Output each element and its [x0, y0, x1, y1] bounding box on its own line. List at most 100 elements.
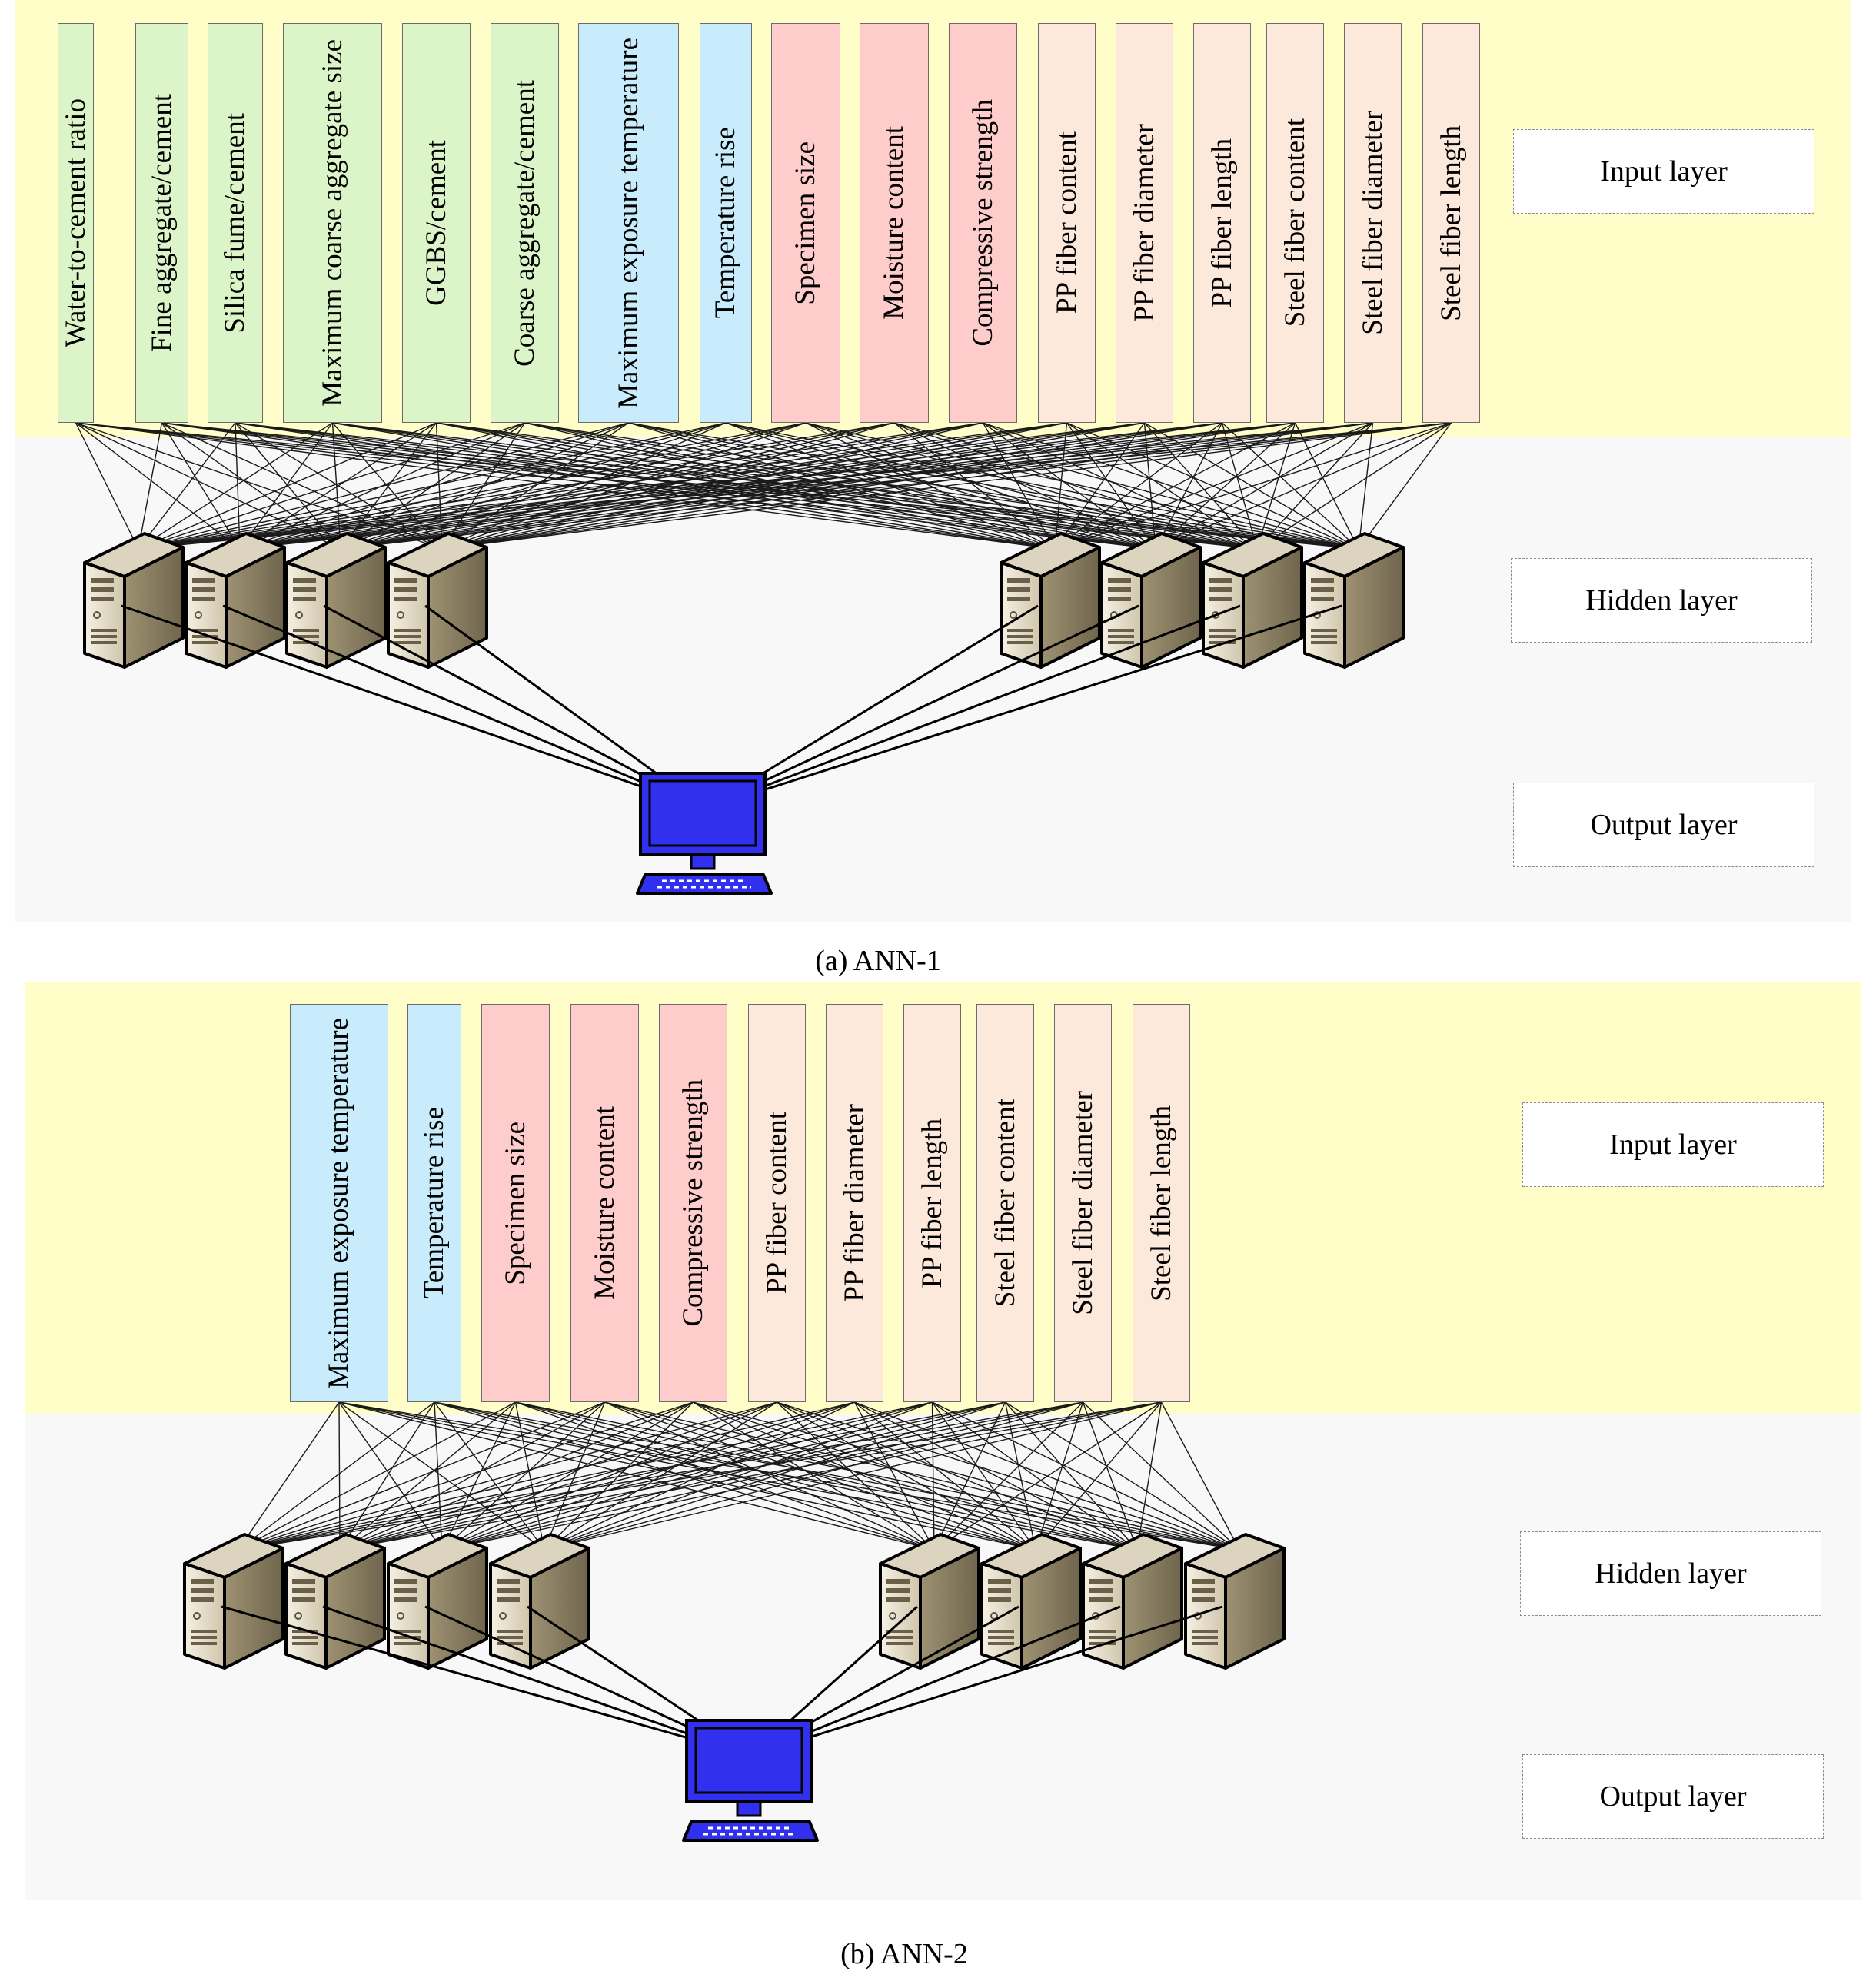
input-hidden-link: [1083, 1401, 1240, 1551]
input-feature-box: PP fiber content: [1038, 23, 1096, 423]
input-hidden-link: [725, 422, 1258, 550]
input-hidden-link: [893, 422, 1056, 550]
input-hidden-link: [604, 1401, 1138, 1551]
input-hidden-link: [1054, 422, 1296, 550]
input-hidden-link: [138, 422, 163, 550]
input-feature-label: PP fiber length: [1206, 138, 1238, 308]
input-hidden-link: [604, 1401, 1036, 1551]
input-feature-label: Specimen size: [499, 1121, 531, 1285]
input-hidden-link: [138, 422, 1222, 550]
server-icon: [1302, 530, 1406, 674]
input-hidden-link: [138, 422, 525, 550]
input-feature-box: Silica fume/cement: [208, 23, 263, 423]
input-hidden-link: [805, 422, 1156, 550]
input-hidden-link: [931, 1401, 935, 1551]
input-hidden-link: [339, 1401, 605, 1551]
input-feature-box: Maximum coarse aggregate size: [283, 23, 382, 423]
input-hidden-link: [1358, 422, 1374, 550]
server-icon: [998, 530, 1103, 674]
input-hidden-link: [1066, 422, 1156, 550]
input-hidden-link: [725, 422, 1156, 550]
input-hidden-link: [161, 422, 241, 550]
input-hidden-link: [544, 1401, 606, 1551]
input-hidden-link: [1155, 422, 1296, 550]
input-hidden-link: [339, 1401, 1006, 1551]
input-hidden-link: [441, 422, 895, 550]
input-feature-box: Steel fiber content: [1266, 23, 1324, 423]
input-hidden-link: [893, 422, 1359, 550]
input-hidden-link: [138, 422, 1373, 550]
input-hidden-link: [161, 422, 443, 550]
server-icon: [385, 1531, 490, 1675]
input-hidden-link: [138, 422, 983, 550]
input-hidden-link: [1035, 1401, 1084, 1551]
input-feature-label: PP fiber content: [760, 1112, 793, 1295]
input-hidden-link: [1054, 422, 1146, 550]
server-icon: [385, 530, 490, 674]
input-hidden-link: [1256, 422, 1374, 550]
input-hidden-link: [441, 1401, 1162, 1551]
server-icon: [283, 1531, 388, 1675]
input-hidden-link: [239, 422, 1296, 550]
input-hidden-link: [339, 1401, 855, 1551]
input-hidden-link: [238, 1401, 1006, 1551]
input-feature-label: Coarse aggregate/cement: [508, 79, 541, 367]
input-hidden-link: [854, 1401, 1138, 1551]
input-feature-box: Temperature rise: [407, 1004, 461, 1402]
input-feature-box: Steel fiber diameter: [1054, 1004, 1112, 1402]
input-hidden-link: [434, 1401, 1138, 1551]
input-hidden-link: [1160, 1401, 1240, 1551]
input-hidden-link: [138, 422, 1145, 550]
input-hidden-link: [138, 422, 727, 550]
input-hidden-link: [161, 422, 1156, 550]
input-feature-box: Moisture content: [860, 23, 929, 423]
input-hidden-link: [1054, 422, 1222, 550]
input-feature-label: Steel fiber diameter: [1066, 1091, 1099, 1315]
input-feature-box: Steel fiber length: [1422, 23, 1480, 423]
server-icon: [284, 530, 388, 674]
input-feature-box: PP fiber length: [1193, 23, 1251, 423]
input-hidden-link: [544, 1401, 1006, 1551]
input-hidden-link: [238, 1401, 694, 1551]
input-hidden-link: [544, 1401, 1162, 1551]
input-hidden-link: [340, 422, 1222, 550]
input-hidden-link: [434, 1401, 1240, 1551]
input-hidden-link: [441, 1401, 1006, 1551]
input-hidden-link: [238, 1401, 516, 1551]
input-feature-label: PP fiber diameter: [1128, 124, 1160, 322]
input-feature-label: GGBS/cement: [420, 140, 452, 306]
input-hidden-link: [239, 422, 1373, 550]
input-hidden-link: [693, 1401, 1240, 1551]
input-feature-label: Water-to-cement ratio: [59, 98, 91, 347]
computer-monitor-icon: [680, 1717, 820, 1849]
input-hidden-link: [1294, 422, 1359, 550]
input-hidden-link: [1155, 422, 1223, 550]
input-hidden-link: [933, 1401, 1162, 1551]
input-hidden-link: [441, 1401, 517, 1551]
input-hidden-link: [331, 422, 443, 550]
input-feature-box: PP fiber diameter: [1116, 23, 1173, 423]
input-feature-label: PP fiber diameter: [838, 1104, 870, 1302]
input-feature-label: Steel fiber length: [1435, 125, 1467, 321]
input-feature-label: PP fiber content: [1050, 131, 1083, 314]
input-hidden-link: [1358, 422, 1452, 550]
panel-caption: (b) ANN-2: [840, 1938, 968, 1970]
input-hidden-link: [75, 422, 241, 550]
input-feature-label: Moisture content: [878, 126, 910, 320]
input-hidden-link: [238, 1401, 777, 1551]
server-icon: [1200, 530, 1305, 674]
input-feature-label: Maximum exposure temperature: [612, 37, 644, 409]
input-hidden-link: [1155, 422, 1452, 550]
input-feature-box: Specimen size: [771, 23, 840, 423]
server-icon: [979, 1531, 1083, 1675]
input-hidden-link: [340, 422, 1452, 550]
input-hidden-link: [1082, 1401, 1138, 1551]
input-hidden-link: [441, 422, 1452, 550]
input-hidden-link: [138, 422, 807, 550]
input-hidden-link: [161, 422, 341, 550]
input-feature-box: Fine aggregate/cement: [135, 23, 188, 423]
input-layer-label: Input layer: [1522, 1102, 1824, 1187]
input-hidden-link: [340, 422, 1067, 550]
input-hidden-link: [238, 1401, 933, 1551]
input-hidden-link: [441, 1401, 777, 1551]
